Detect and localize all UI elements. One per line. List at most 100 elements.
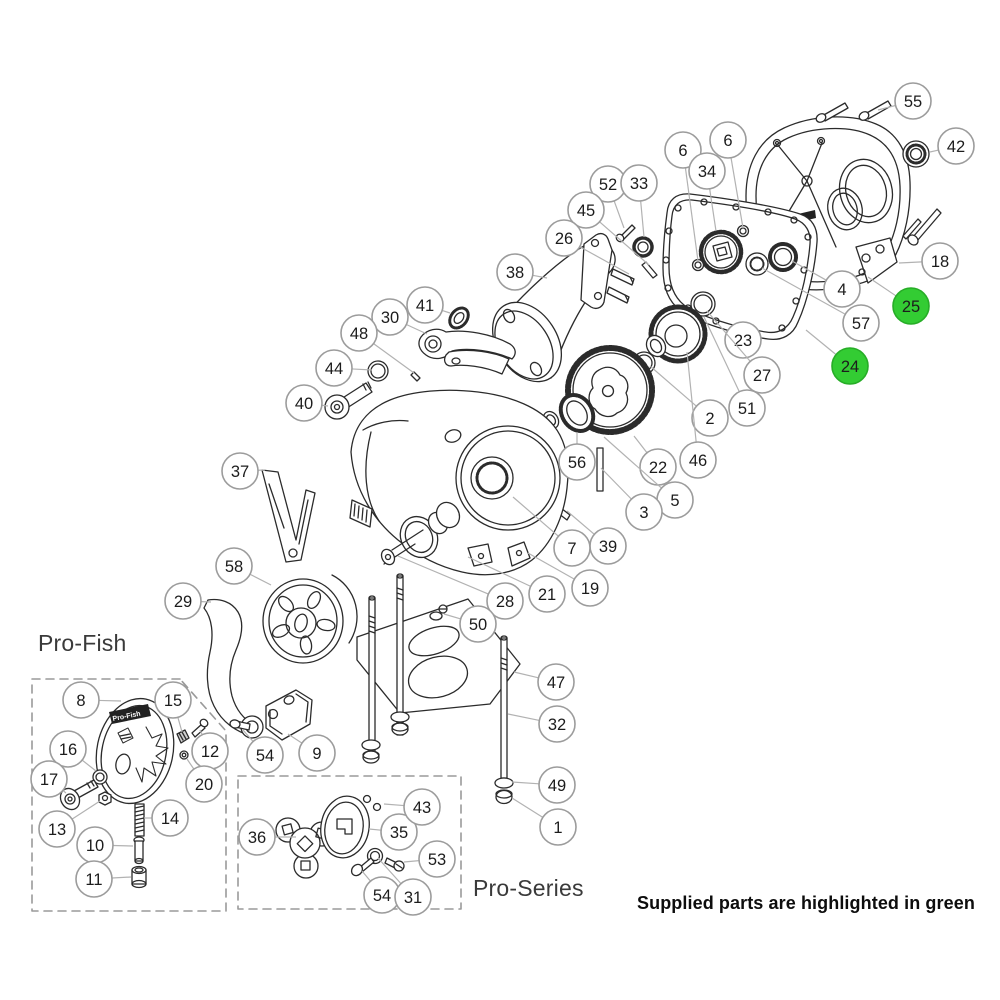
leader-line-6: [685, 168, 698, 261]
callout-49: [539, 767, 575, 803]
grub-screw: [177, 730, 189, 743]
callout-number-57: 57: [852, 315, 870, 333]
leader-line-6: [731, 158, 743, 228]
highlight-note: Supplied parts are highlighted in green: [637, 893, 975, 913]
callout-number-20: 20: [195, 776, 213, 794]
leader-line-10: [113, 845, 133, 846]
callout-58: [216, 548, 252, 584]
callout-27: [744, 357, 780, 393]
leader-line-13: [72, 801, 100, 819]
callout-number-21: 21: [538, 586, 556, 604]
callout-32: [539, 706, 575, 742]
leader-line-26: [580, 247, 629, 274]
leader-line-8: [99, 700, 121, 701]
callout-9: [299, 735, 335, 771]
callout-34: [689, 153, 725, 189]
leader-line-46: [687, 352, 696, 442]
callout-53: [419, 841, 455, 877]
callout-number-19: 19: [581, 580, 599, 598]
callout-number-42: 42: [947, 138, 965, 156]
callout-number-49: 49: [548, 777, 566, 795]
callout-23: [725, 322, 761, 358]
callout-number-24: 24: [841, 358, 859, 376]
callout-26: [546, 220, 582, 256]
callout-number-56: 56: [568, 454, 586, 472]
callout-48: [341, 315, 377, 351]
plate-screw: [430, 605, 447, 620]
callout-47: [538, 664, 574, 700]
v-bracket: [262, 470, 315, 562]
callout-51: [729, 390, 765, 426]
callout-6: [710, 122, 746, 158]
callout-1: [540, 809, 576, 845]
callout-number-33: 33: [630, 175, 648, 193]
callout-number-6: 6: [678, 142, 687, 160]
callout-number-53: 53: [428, 851, 446, 869]
callout-55: [895, 83, 931, 119]
callout-29: [165, 583, 201, 619]
leader-line-30: [406, 325, 427, 334]
cam-disc: [316, 792, 374, 861]
leader-line-22: [634, 436, 647, 453]
callout-42: [938, 128, 974, 164]
bearing-bushing: [746, 244, 796, 275]
callout-31: [395, 879, 431, 915]
callout-number-13: 13: [48, 821, 66, 839]
callout-6: [665, 132, 701, 168]
tiny-nut: [180, 751, 188, 759]
callout-number-52: 52: [599, 176, 617, 194]
knob-bolt: [349, 858, 374, 878]
callout-24-highlighted: [832, 348, 868, 384]
leader-line-18: [899, 262, 922, 263]
callout-8: [63, 682, 99, 718]
spring: [135, 804, 144, 836]
drive-pin: [642, 262, 657, 278]
callout-number-30: 30: [381, 309, 399, 327]
leader-line-15: [178, 717, 182, 732]
leader-line-34: [710, 189, 716, 231]
leader-line-40: [322, 405, 328, 406]
drag-washer: [93, 770, 107, 784]
leader-line-27: [707, 311, 750, 361]
callout-44: [316, 350, 352, 386]
callout-number-29: 29: [174, 593, 192, 611]
pro-fish-group-label: Pro-Fish: [38, 630, 127, 656]
pro-fish-box: [32, 679, 226, 911]
leader-line-45: [600, 222, 649, 265]
leader-line-50: [444, 614, 461, 619]
callout-number-15: 15: [164, 692, 182, 710]
clutch-lever: [419, 329, 515, 374]
callout-number-1: 1: [553, 819, 562, 837]
pinion-bolt: [615, 225, 635, 243]
leader-line-25: [868, 277, 896, 296]
callout-33: [621, 165, 657, 201]
callout-number-14: 14: [161, 810, 179, 828]
guide-arm: [204, 600, 263, 739]
callout-14: [152, 800, 188, 836]
callout-3: [626, 494, 662, 530]
callout-30: [372, 299, 408, 335]
callout-18: [922, 243, 958, 279]
leader-line-54: [362, 871, 370, 881]
leader-line-12: [200, 730, 202, 735]
callout-50: [460, 606, 496, 642]
callout-2: [692, 400, 728, 436]
callout-number-16: 16: [59, 741, 77, 759]
pro-series-box: [238, 776, 461, 909]
leader-line-51: [704, 317, 739, 392]
cam-screw: [385, 858, 404, 871]
callout-13: [39, 811, 75, 847]
leader-line-4: [792, 261, 826, 280]
leader-line-39: [567, 511, 594, 534]
leader-line-33: [641, 201, 644, 237]
callout-45: [568, 192, 604, 228]
callout-7: [554, 530, 590, 566]
hex-nut-small: [99, 792, 111, 805]
callout-number-28: 28: [496, 593, 514, 611]
callout-number-55: 55: [904, 93, 922, 111]
callout-35: [381, 814, 417, 850]
o-ring: [368, 361, 388, 381]
callout-20: [186, 766, 222, 802]
